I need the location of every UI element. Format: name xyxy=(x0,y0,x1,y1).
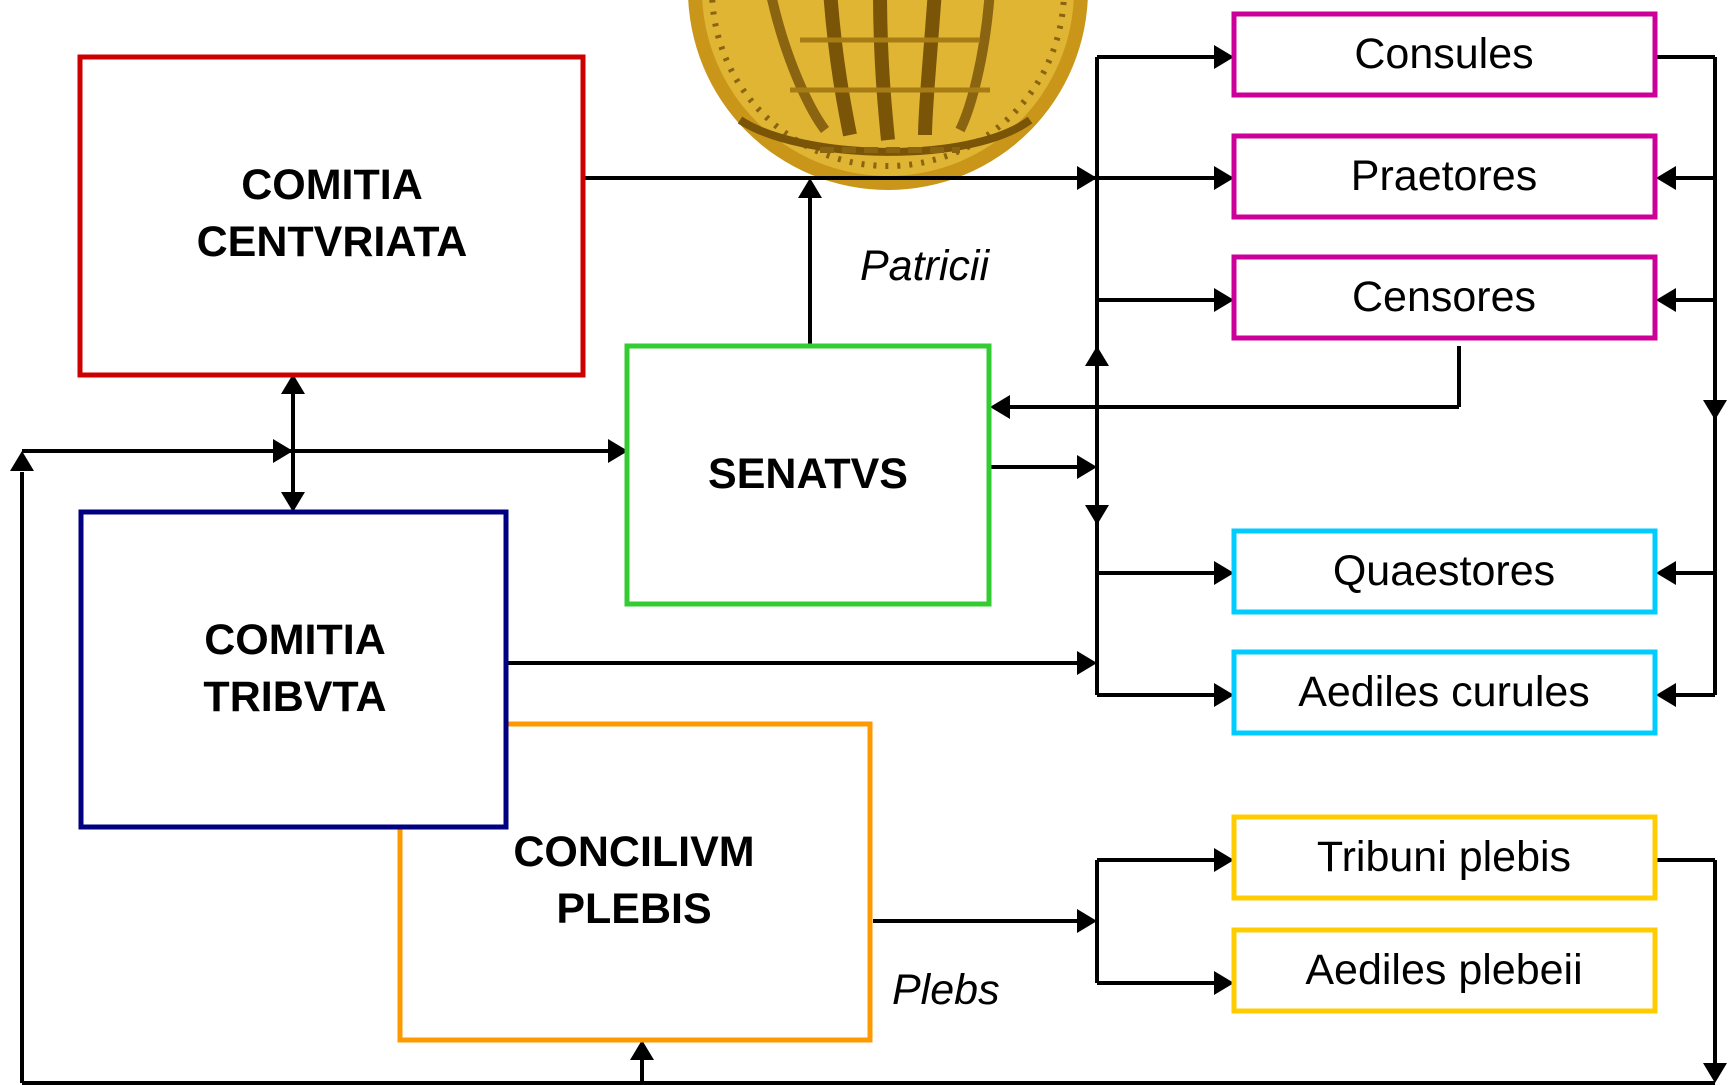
magistrate-censores: Censores xyxy=(1231,254,1658,341)
comitia-centuriata-label-line2: CENTVRIATA xyxy=(197,218,468,266)
senatus-box: SENATVS xyxy=(624,343,992,607)
comitia-tributa-label-line1: COMITIA xyxy=(204,616,386,664)
magistrate-label: Praetores xyxy=(1351,152,1537,200)
magistrate-label: Aediles curules xyxy=(1298,668,1590,716)
concilium-plebis-label-line1: CONCILIVM xyxy=(513,828,754,876)
plebs-label: Plebs xyxy=(892,966,1000,1014)
arrowheads xyxy=(10,45,1727,1083)
concilium-plebis-label-line2: PLEBIS xyxy=(556,885,711,933)
comitia-tributa-label-line2: TRIBVTA xyxy=(203,673,386,721)
connector-lines xyxy=(20,55,1717,1085)
magistrate-praetores: Praetores xyxy=(1231,133,1658,220)
magistrate-label: Aediles plebeii xyxy=(1305,946,1582,994)
magistrate-label: Quaestores xyxy=(1333,547,1555,595)
magistrate-label: Tribuni plebis xyxy=(1317,833,1571,881)
comitia-tributa-box: COMITIA TRIBVTA xyxy=(78,509,509,830)
magistrate-aediles-curules: Aediles curules xyxy=(1231,649,1658,736)
comitia-centuriata-box: COMITIA CENTVRIATA xyxy=(77,54,586,378)
comitia-centuriata-label-line1: COMITIA xyxy=(241,161,423,209)
magistrate-quaestores: Quaestores xyxy=(1231,528,1658,615)
magistrate-consules: Consules xyxy=(1231,11,1658,98)
senatus-label: SENATVS xyxy=(708,450,908,498)
magistrate-label: Consules xyxy=(1354,30,1533,78)
gold-coin-icon xyxy=(688,0,1088,190)
patricii-label: Patricii xyxy=(860,242,990,290)
magistrate-label: Censores xyxy=(1352,273,1536,321)
magistrate-tribuni-plebis: Tribuni plebis xyxy=(1231,814,1658,901)
magistrate-aediles-plebeii: Aediles plebeii xyxy=(1231,927,1658,1014)
